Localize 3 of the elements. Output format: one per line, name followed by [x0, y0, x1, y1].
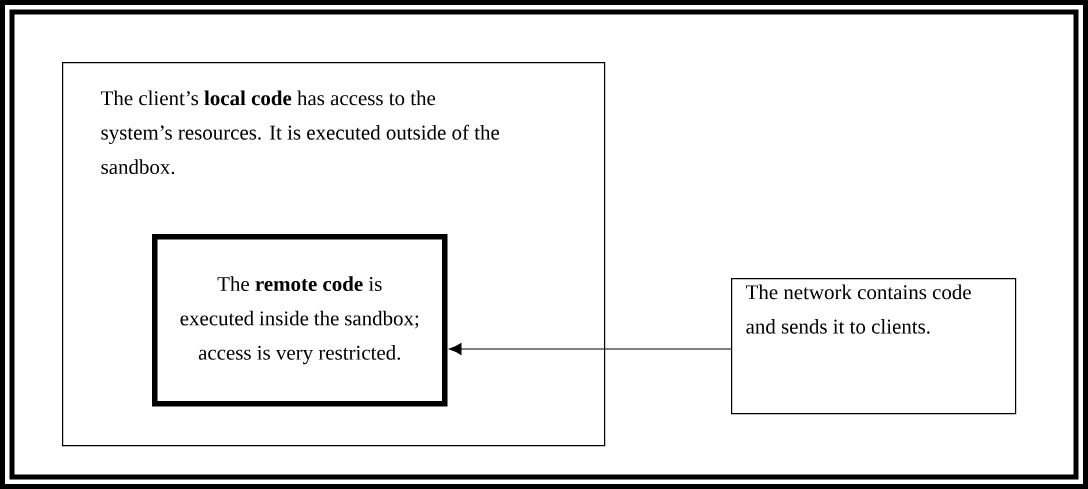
arrow [448, 343, 732, 355]
text-box: The network contains code and sends it to clients. [731, 278, 1017, 415]
thick-box: The remote code is executed inside the sandbox; access is very restricted. [152, 234, 448, 407]
